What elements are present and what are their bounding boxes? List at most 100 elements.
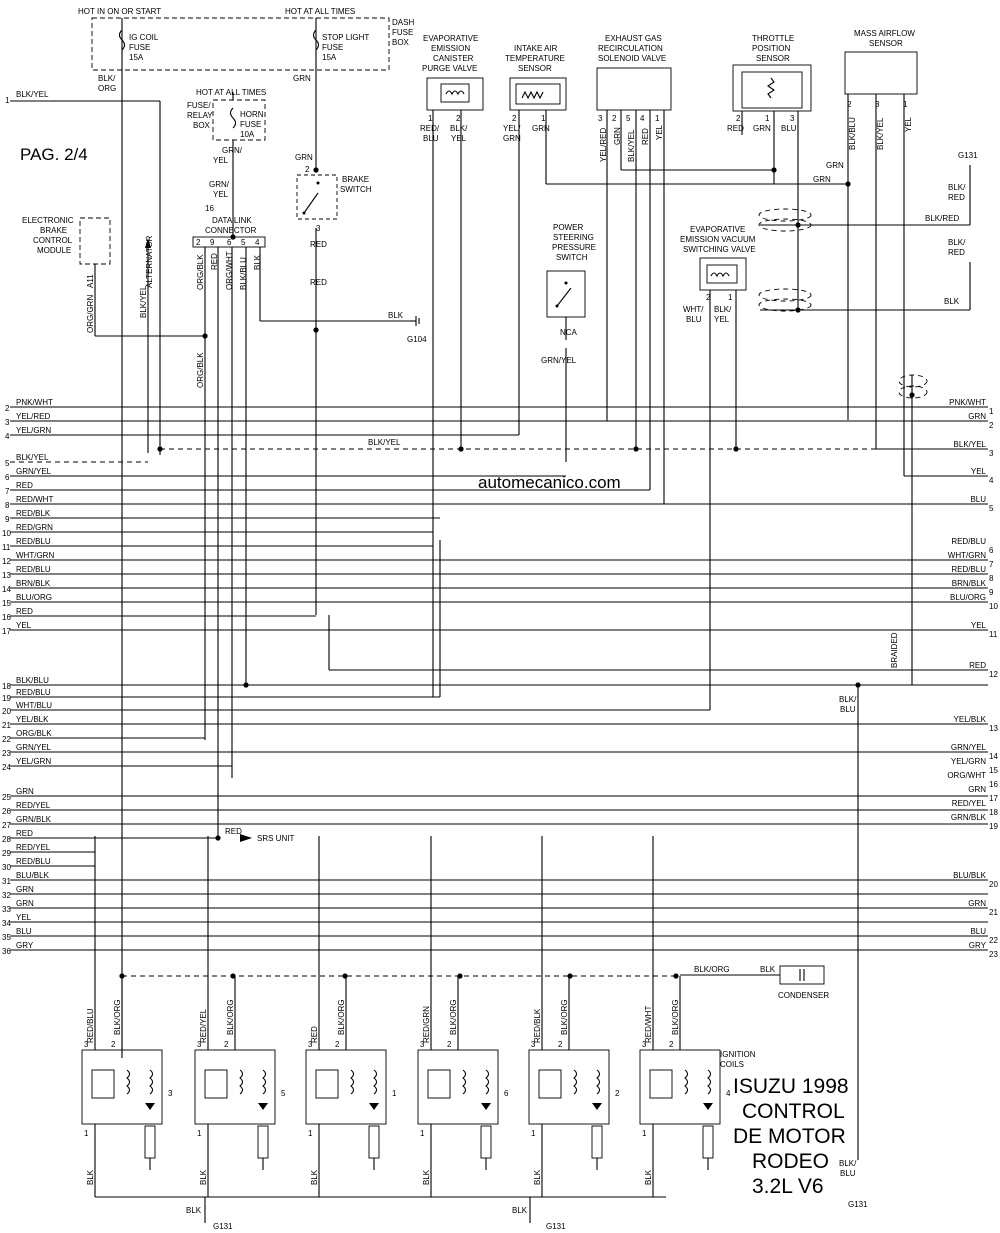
pin-number: 3 <box>420 1040 425 1049</box>
pin-number: 1 <box>655 114 660 123</box>
wire-number: 32 <box>2 891 11 900</box>
wire-label: BLK/ <box>839 695 857 704</box>
wire-label: ORG/GRN <box>86 295 95 333</box>
wire-number: 16 <box>2 613 11 622</box>
wire-color: RED/YEL <box>16 843 51 852</box>
pin-number: 3 <box>531 1040 536 1049</box>
pin-number: 1 <box>420 1129 425 1138</box>
wire-label: BLK/ <box>714 305 732 314</box>
wire-color: YEL/BLK <box>954 715 987 724</box>
component-label: EMISSION <box>431 44 470 53</box>
ebcm-label: MODULE <box>37 246 71 255</box>
wire-number: 17 <box>989 794 998 803</box>
wire-color: RED/BLU <box>16 688 51 697</box>
wire-color: RED/YEL <box>16 801 51 810</box>
wire-label: BLK <box>422 1169 431 1185</box>
wire-number: 3 <box>5 418 10 427</box>
component-label: SENSOR <box>518 64 552 73</box>
coil-number: 3 <box>168 1089 173 1098</box>
junction-dot <box>909 392 915 398</box>
ground-g104: G104 BLK <box>388 311 427 344</box>
pin-number: 1 <box>903 100 908 109</box>
wire-number: 14 <box>989 752 998 761</box>
wire-number: 1 <box>5 96 10 105</box>
wire-number: 33 <box>2 905 11 914</box>
wire-number: 18 <box>2 682 11 691</box>
wire-label: BLK <box>644 1169 653 1185</box>
wire-color: GRN <box>968 899 986 908</box>
wire-label: YEL <box>714 315 730 324</box>
alternator-label: ALTERNATOR <box>145 235 154 288</box>
ig-coil-fuse-label: 15A <box>129 53 144 62</box>
wire-number: 12 <box>989 670 998 679</box>
wire-number: 17 <box>2 627 11 636</box>
srs-unit-label: SRS UNIT <box>257 834 294 843</box>
ebcm-label: CONTROL <box>33 236 73 245</box>
pin-number: 1 <box>765 114 770 123</box>
left-wire: 33 GRN <box>2 899 988 914</box>
wire-number: 11 <box>2 543 11 552</box>
iat-sensor: INTAKE AIR TEMPERATURE SENSOR <box>505 44 567 111</box>
fuse-relay-box-label: FUSE/ <box>187 101 211 110</box>
wire-label: RED/WHT <box>644 1006 653 1043</box>
component-label: SWITCH <box>556 253 588 262</box>
wire-label: YEL <box>213 190 229 199</box>
wire-color: BLU <box>970 495 986 504</box>
wire-number: 5 <box>5 459 10 468</box>
wire-label: BLK/ORG <box>113 999 122 1035</box>
wire-number: 23 <box>989 950 998 959</box>
wire-label: RED <box>310 278 327 287</box>
wire-color: BLK/YEL <box>16 90 49 99</box>
wire-color: YEL <box>16 621 32 630</box>
wire-number: 34 <box>2 919 11 928</box>
wire-label: BLK <box>533 1169 542 1185</box>
coil-number: 1 <box>392 1089 397 1098</box>
pin-number: 2 <box>447 1040 452 1049</box>
wire-color: BRN/BLK <box>952 579 987 588</box>
pin-number: 5 <box>626 114 631 123</box>
wire-label: RED/ <box>420 124 440 133</box>
wire-label: BLK <box>253 254 262 270</box>
wire-label: YEL <box>904 116 913 132</box>
component-label: SENSOR <box>869 39 903 48</box>
pin-number: 2 <box>558 1040 563 1049</box>
wire-number: 10 <box>989 602 998 611</box>
title-line: 3.2L V6 <box>752 1175 824 1198</box>
wire-color: YEL <box>971 621 987 630</box>
wire-number: 20 <box>989 880 998 889</box>
ps-pressure-switch: POWER STEERING PRESSURE SWITCH NCA GRN/Y… <box>541 223 596 365</box>
wire-label: BLU <box>686 315 702 324</box>
wire-color: BLK/BLU <box>16 676 49 685</box>
pin-number: 1 <box>428 114 433 123</box>
dash-fuse-box-label: BOX <box>392 38 410 47</box>
component-label: MASS AIRFLOW <box>854 29 915 38</box>
wire-label: GRN <box>293 74 311 83</box>
title-line: ISUZU 1998 <box>733 1075 849 1098</box>
pin-number: 2 <box>335 1040 340 1049</box>
wire-color: WHT/BLU <box>16 701 52 710</box>
wire-number: 4 <box>989 476 994 485</box>
wire-color: ORG/BLK <box>16 729 52 738</box>
wire-label: YEL <box>451 134 467 143</box>
wire-number: 5 <box>989 504 994 513</box>
wire-label: BLK/ORG <box>226 999 235 1035</box>
wire-number: 1 <box>989 407 994 416</box>
pin-number: 3 <box>197 1040 202 1049</box>
wire-number: 27 <box>2 821 11 830</box>
pin-number: 1 <box>308 1129 313 1138</box>
wire-number: 18 <box>989 808 998 817</box>
